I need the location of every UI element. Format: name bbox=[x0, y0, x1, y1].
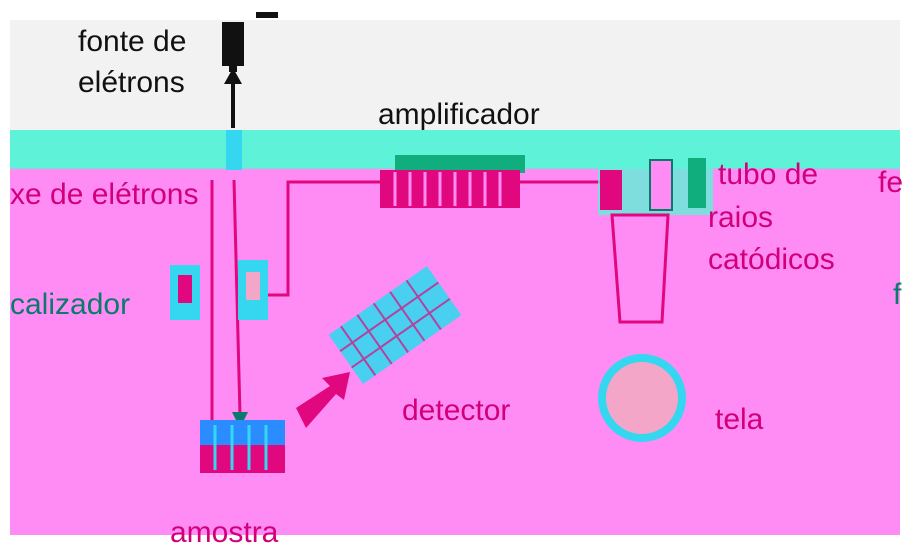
crt-label-line2: raios bbox=[708, 201, 774, 234]
electron-source-label-line1: fonte de bbox=[78, 25, 187, 58]
amplifier-label: amplificador bbox=[378, 98, 540, 131]
electron-source-label-line2: elétrons bbox=[78, 66, 185, 99]
sample-label: amostra bbox=[170, 516, 279, 549]
right-edge-label-mid: f bbox=[893, 278, 902, 311]
sample-stripes bbox=[213, 425, 268, 470]
crt-coil bbox=[688, 158, 706, 208]
localizer-label: calizador bbox=[10, 288, 131, 321]
localizer-coil-left-core bbox=[178, 275, 192, 303]
crt-label-line1: tubo de bbox=[718, 158, 819, 191]
amplifier-fins bbox=[393, 172, 502, 206]
crt-label-line3: catódicos bbox=[708, 243, 835, 276]
electron-source-block bbox=[222, 22, 244, 66]
crt-tube-outline bbox=[610, 213, 670, 324]
detector-body bbox=[328, 266, 462, 384]
right-edge-label-top: fe bbox=[878, 166, 904, 199]
electron-beam-label: xe de elétrons bbox=[10, 178, 199, 211]
upper-background bbox=[10, 20, 900, 150]
sample-base bbox=[200, 445, 285, 473]
emission-arrow bbox=[296, 372, 350, 428]
crt-gun bbox=[600, 170, 622, 210]
screen-surface bbox=[606, 362, 678, 434]
detector-label: detector bbox=[402, 394, 511, 427]
amplifier-body bbox=[380, 170, 520, 208]
amplifier-top bbox=[395, 155, 525, 173]
source-arrow-head bbox=[224, 68, 242, 84]
localizer-wire bbox=[268, 180, 395, 297]
localizer-coil-right-core bbox=[246, 272, 260, 300]
beam-line-right bbox=[232, 179, 242, 416]
crt-deflector bbox=[649, 159, 673, 211]
screen-label: tela bbox=[715, 403, 764, 436]
source-cap bbox=[256, 12, 278, 18]
beam-entry bbox=[226, 130, 242, 170]
